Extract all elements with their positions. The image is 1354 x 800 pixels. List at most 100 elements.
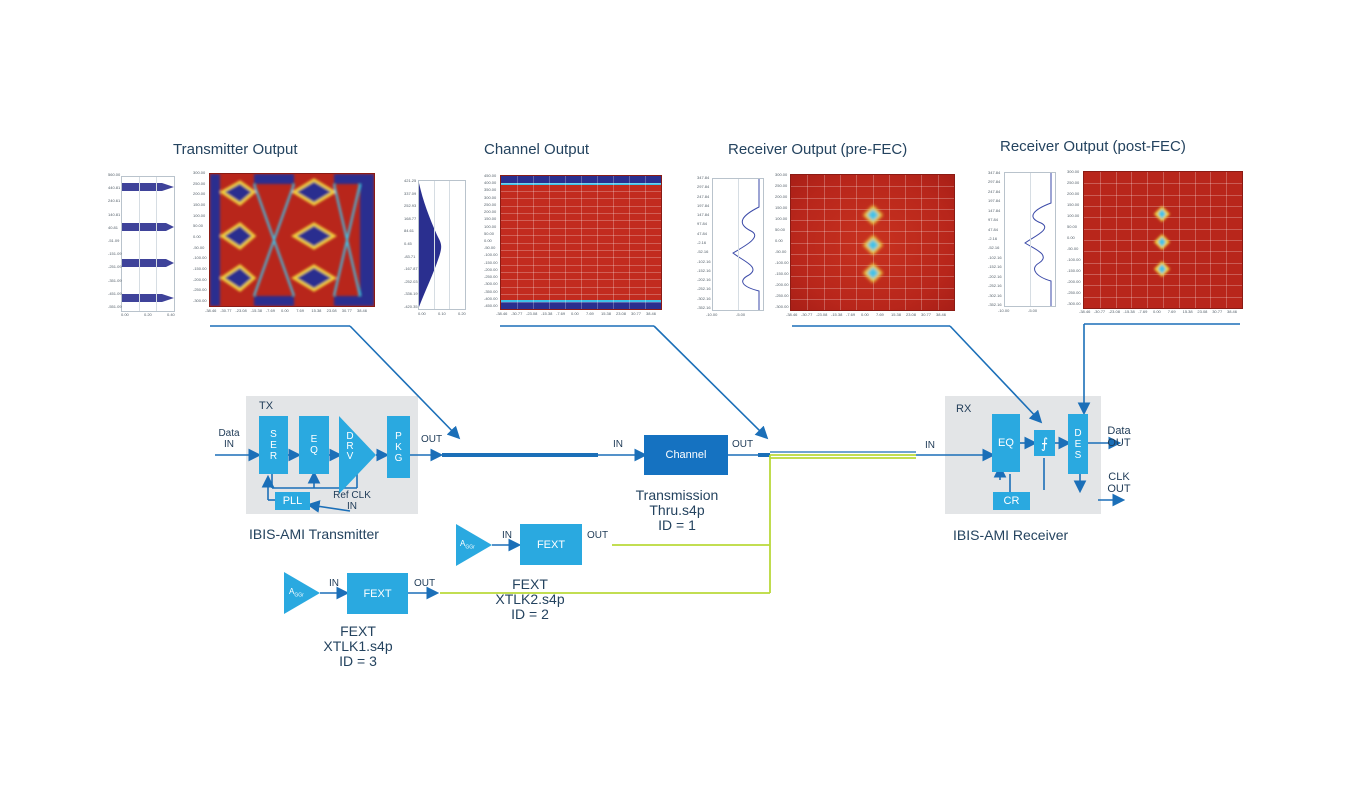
x-tick-label: -23.08 [816, 312, 828, 317]
rx-pre-fec-title: Receiver Output (pre-FEC) [728, 141, 908, 158]
x-tick-label: 7.69 [876, 312, 884, 317]
grid-line [597, 176, 598, 309]
x-tick-label: 7.69 [1167, 309, 1176, 314]
tx-caption: IBIS-AMI Transmitter [249, 526, 379, 542]
x-tick-label: 0.00 [121, 312, 129, 317]
rx-post-histogram [1004, 172, 1056, 307]
x-tick-label: -10.00 [998, 308, 1010, 313]
grid-line [1210, 172, 1212, 308]
grid-line [501, 212, 661, 214]
x-tick-label: -30.77 [511, 311, 523, 316]
x-tick-label: -23.08 [526, 311, 538, 316]
x-tick-label: 38.46 [357, 308, 368, 313]
grid-line [565, 176, 566, 309]
x-tick-label: 23.08 [906, 312, 917, 317]
x-tick-label: -38.46 [786, 312, 798, 317]
grid-line [856, 175, 858, 310]
x-tick-label: -7.69 [265, 308, 275, 313]
grid-line [501, 220, 661, 222]
x-tick-label: -23.08 [1108, 309, 1120, 314]
grid-line [888, 175, 890, 310]
grid-line [791, 287, 954, 289]
grid-line [501, 242, 661, 244]
x-tick-label: -38.46 [496, 311, 508, 316]
grid-line [613, 176, 614, 309]
grid-line [1084, 228, 1242, 230]
grid-line [1194, 172, 1196, 308]
channel-in-label: IN [613, 439, 623, 450]
grid-line [501, 227, 661, 229]
grid-line [501, 286, 661, 288]
x-tick-label: 7.69 [296, 308, 304, 313]
tx-histogram-bars [122, 183, 174, 302]
grid-line [501, 235, 661, 237]
x-tick-label: 38.46 [646, 311, 657, 316]
grid-line [791, 298, 954, 300]
x-tick-label: -10.00 [706, 312, 718, 317]
x-tick-label: 23.08 [326, 308, 337, 313]
grid-line [645, 176, 646, 309]
x-tick-label: 0.20 [144, 312, 152, 317]
rx-pre-eye-openings [863, 205, 883, 283]
channel-histogram-curve [419, 183, 442, 307]
fext1-block: FEXT [347, 573, 408, 614]
grid-line [501, 301, 661, 303]
tx-title: TX [259, 400, 274, 412]
fext1-out-label: OUT [414, 578, 436, 589]
grid-line [501, 272, 661, 274]
x-tick-label: 0.00 [418, 311, 426, 316]
tx-eye-diagram [209, 173, 375, 307]
x-tick-label: -7.69 [1138, 309, 1148, 314]
x-tick-label: -38.46 [1079, 309, 1091, 314]
x-tick-label: -30.77 [801, 312, 813, 317]
grid-line [1147, 172, 1149, 308]
channel-block: Channel [644, 435, 728, 475]
x-tick-label: -15.38 [541, 311, 553, 316]
slicer-block: ⨍ [1034, 430, 1055, 456]
x-tick-label: 30.77 [921, 312, 932, 317]
x-tick-label: -30.77 [220, 308, 232, 313]
grid-line [501, 264, 661, 266]
grid-line [937, 175, 939, 310]
x-tick-label: 0.00 [861, 312, 869, 317]
drv-triangle [339, 416, 376, 494]
grid-line [629, 176, 630, 309]
x-tick-label: 38.46 [1227, 309, 1238, 314]
x-tick-label: -23.08 [235, 308, 247, 313]
rx-title: RX [956, 403, 972, 415]
fext1-in-label: IN [329, 578, 339, 589]
x-tick-label: 15.38 [1182, 309, 1193, 314]
grid-line [501, 198, 661, 200]
grid-line [1178, 172, 1180, 308]
aggressor-1-triangle [284, 572, 320, 614]
fext2-block: FEXT [520, 524, 582, 565]
grid-line [581, 176, 582, 309]
grid-line [501, 294, 661, 296]
x-tick-label: -15.38 [1123, 309, 1135, 314]
rx-pre-histogram-curve [732, 179, 760, 310]
fext2-out-label: OUT [587, 530, 609, 541]
x-tick-label: 7.69 [586, 311, 594, 316]
x-tick-label: -15.38 [250, 308, 262, 313]
grid-line [1084, 296, 1242, 298]
grid-line [501, 205, 661, 207]
tx-histogram [121, 176, 175, 312]
grid-line [549, 176, 550, 309]
tx-out-label: OUT [421, 434, 443, 445]
grid-line [501, 249, 661, 251]
x-tick-label: 30.77 [341, 308, 352, 313]
cr-block: CR [993, 492, 1030, 510]
grid-line [791, 186, 954, 188]
x-tick-label: 15.38 [601, 311, 612, 316]
x-tick-label: 0.20 [458, 311, 466, 316]
x-tick-label: 0.00 [1153, 309, 1161, 314]
x-tick-label: 23.08 [1197, 309, 1208, 314]
